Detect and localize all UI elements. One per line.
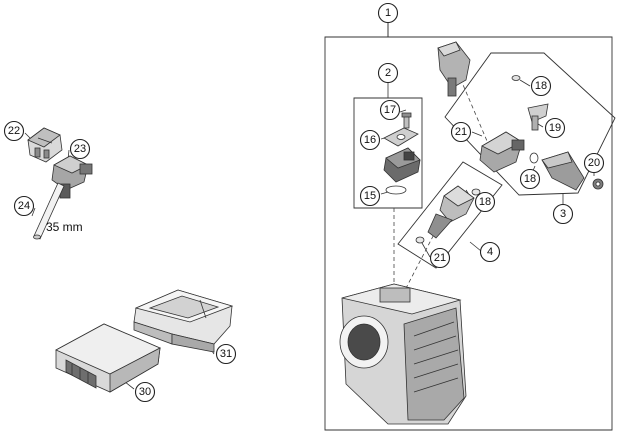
svg-text:4: 4 [487,246,493,258]
small-seal-18a [511,75,521,81]
sensor-23 [51,155,93,199]
callout-20: 20 [583,152,605,174]
callout-1: 1 [377,2,399,24]
callout-21-lower: 21 [429,247,451,269]
callout-30: 30 [134,381,156,403]
control-unit-30 [55,323,161,393]
nut-20 [592,178,604,190]
svg-text:20: 20 [588,157,600,169]
svg-text:31: 31 [220,348,232,360]
upper-injector [437,41,471,97]
leader-18a [519,79,531,87]
svg-text:19: 19 [549,122,561,134]
svg-text:18: 18 [524,173,536,185]
connector-block-22 [27,127,63,163]
callout-16: 16 [359,129,381,151]
injector-4 [415,185,481,244]
dimension-label: 35 mm [46,220,83,234]
svg-text:2: 2 [385,67,391,79]
svg-text:23: 23 [74,143,86,155]
svg-text:17: 17 [384,104,396,116]
bracket-16 [383,127,419,147]
svg-text:16: 16 [364,134,376,146]
leader-15 [380,191,389,195]
svg-text:3: 3 [560,208,566,220]
pressure-regulator [541,151,585,191]
callout-2: 2 [377,62,399,84]
svg-text:1: 1 [385,7,391,19]
pressure-sensor [383,147,421,183]
hose-24 [33,182,65,240]
leader-21a [471,131,483,137]
leader-24 [31,207,36,217]
callout-18-upper: 18 [530,75,552,97]
callout-15: 15 [359,185,381,207]
cap-19 [527,103,549,131]
screw-17 [401,112,412,129]
svg-text:21: 21 [434,252,446,264]
seal-ring [529,152,539,164]
callout-17: 17 [379,99,401,121]
svg-text:21: 21 [455,126,467,138]
leader-22 [24,132,31,139]
callout-18-middle: 18 [519,168,541,190]
assembly-4-frame [397,161,503,269]
fuel-rail-connector [479,131,525,173]
callout-31: 31 [215,343,237,365]
callout-21-upper: 21 [450,121,472,143]
bracket-31 [133,289,234,353]
callout-22: 22 [3,120,25,142]
svg-text:22: 22 [8,125,20,137]
o-ring-15 [385,185,407,195]
callout-18-lower: 18 [474,191,496,213]
svg-text:15: 15 [364,190,376,202]
callout-3: 3 [552,203,574,225]
callout-4: 4 [479,241,501,263]
assembly-2-frame [353,97,423,209]
svg-text:18: 18 [535,80,547,92]
callout-19: 19 [544,117,566,139]
callout-24: 24 [13,195,35,217]
svg-text:18: 18 [479,196,491,208]
assembly-3-frame [444,52,616,196]
callout-23: 23 [69,138,91,160]
leader-17 [399,109,407,113]
leader-4 [469,241,482,252]
throttle-body [339,283,467,425]
svg-text:30: 30 [139,386,151,398]
svg-text:24: 24 [18,200,30,212]
injector-axis-line [403,191,457,293]
